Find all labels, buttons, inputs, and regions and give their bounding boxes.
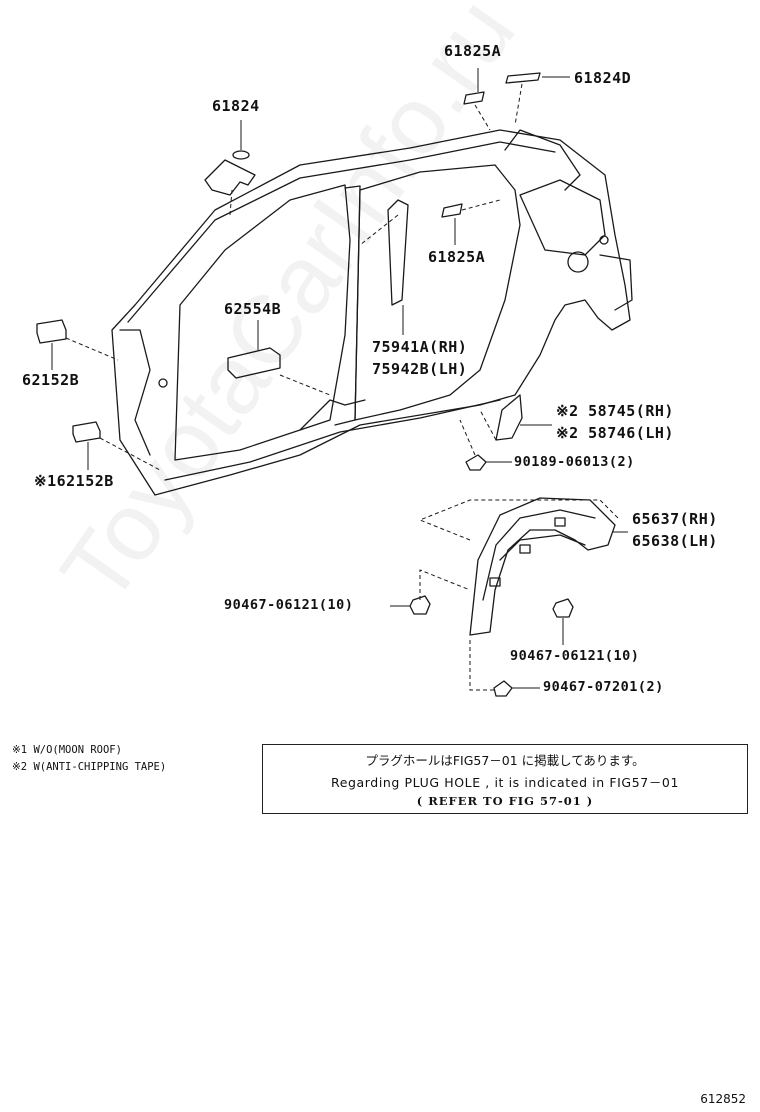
part-61824-label: 61824 <box>212 97 260 115</box>
part-62152b-m1-label: ※162152B <box>34 472 114 490</box>
plug-hole-note-box: プラグホールはFIG57－01 に掲載してあります。 Regarding PLU… <box>262 744 748 814</box>
clip-90189 <box>465 454 487 471</box>
front-door-opening <box>174 184 351 461</box>
pad-62152b-lower <box>72 421 101 443</box>
part-62152b-label: 62152B <box>22 371 80 389</box>
note-line-japanese: プラグホールはFIG57－01 に掲載してあります。 <box>365 753 645 768</box>
pillar-trim <box>387 199 409 306</box>
part-90467-07201-label: 90467-07201(2) <box>543 679 664 695</box>
part-90189-label: 90189-06013(2) <box>514 454 635 470</box>
body-side-panel <box>111 129 631 496</box>
note-line-english: Regarding PLUG HOLE , it is indicated in… <box>330 775 680 790</box>
part-58746-label: ※2 58746(LH) <box>556 424 674 442</box>
part-62554b-label: 62554B <box>224 300 282 318</box>
roof-bracket <box>204 159 256 196</box>
part-61825a-top-label: 61825A <box>444 42 502 60</box>
part-61825a-mid-label: 61825A <box>428 248 486 266</box>
fender-liner <box>469 497 616 636</box>
figure-number: 612852 <box>700 1092 746 1106</box>
nut-right <box>552 598 574 618</box>
part-61824d-label: 61824D <box>574 69 632 87</box>
footnote-2: ※2 W(ANTI-CHIPPING TAPE) <box>12 761 167 773</box>
part-58745-label: ※2 58745(RH) <box>556 402 674 420</box>
mud-guard <box>495 394 523 441</box>
part-90467-06121-left-label: 90467-06121(10) <box>224 597 354 613</box>
pad-62152b-upper <box>36 319 67 344</box>
footnote-1: ※1 W/O(MOON ROOF) <box>12 744 122 756</box>
part-75942b-label: 75942B(LH) <box>372 360 468 378</box>
part-90467-06121-right-label: 90467-06121(10) <box>510 648 640 664</box>
part-75941a-label: 75941A(RH) <box>372 338 468 356</box>
part-65638-label: 65638(LH) <box>632 532 718 550</box>
screw-90467-07201 <box>493 680 513 697</box>
footnotes: ※1 W/O(MOON ROOF) ※2 W(ANTI-CHIPPING TAP… <box>12 742 166 776</box>
rear-door-opening <box>354 164 521 421</box>
pad-62554b <box>227 347 281 379</box>
note-line-reference: ( REFER TO FIG 57-01 ) <box>416 794 594 808</box>
part-65637-label: 65637(RH) <box>632 510 718 528</box>
